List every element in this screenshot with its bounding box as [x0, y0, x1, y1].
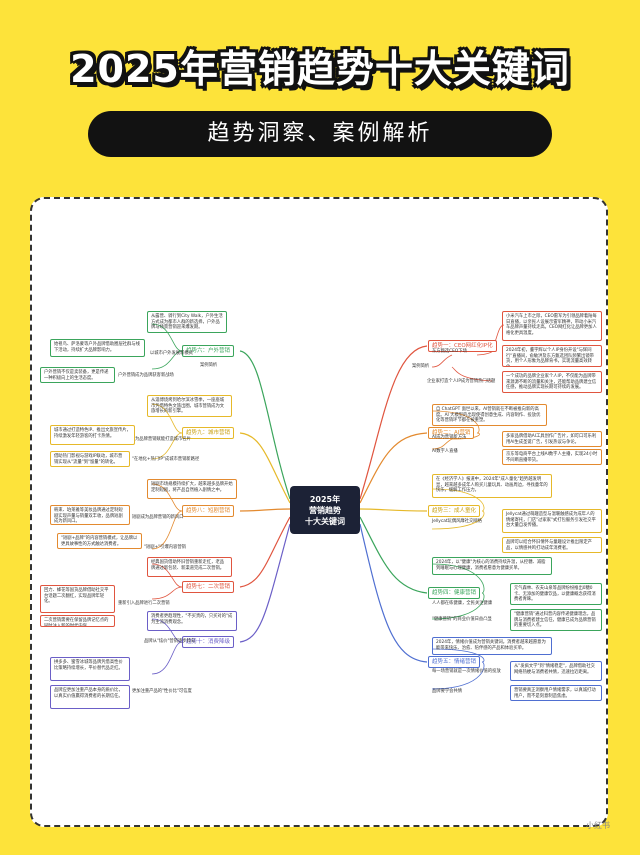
- trend-node-9: 趋势七：二次营销: [182, 581, 235, 593]
- t6-case-label: 案例简析: [200, 363, 218, 368]
- t7-intro-box: 从淄博烧烤到哈尔滨冰雪季，一座座城市凭借特色文旅出圈，城市营销成为文旅增长的新引…: [147, 395, 232, 417]
- t7-label-b: "在地化+热门IP"成城市营销新路径: [132, 457, 200, 462]
- t3-case-box: Jellycat通过萌趣造型与温暖触感成为成年人的情绪寄托，门店"过家家"式打包…: [502, 509, 602, 533]
- t5-case-box: 从"发疯文学"到"情绪稳定"，品牌借助社交网络热梗与消费者共情，迅速拉近距离。: [510, 661, 602, 681]
- t2-label-a: AI成为营销新方法: [432, 435, 467, 440]
- t4-summary-box: "健康营销"通过科普内容传递健康理念，品牌与消费者建立信任，健康已成为品牌营销的…: [510, 609, 602, 631]
- t7-summary-box: 借助热门影视与游戏IP联动，城市营销实现从"流量"到"留量"的转化。: [50, 451, 130, 467]
- connector-t10: [239, 523, 291, 643]
- connector-t1: [359, 345, 428, 500]
- trend-node-8: 趋势八：短剧营销: [182, 505, 235, 517]
- t8-label-a: 短剧成为品牌营销的新风口: [132, 515, 184, 520]
- t8-case-box: 韩束、珀莱雅等美妆品牌通过定制短剧实现声量与销量双丰收，品牌短剧成为新风口。: [50, 505, 130, 525]
- t5-label-b: 品牌要学会共情: [432, 689, 463, 694]
- connector-t6: [239, 350, 291, 500]
- t4-label-b: "健康营销"的商业价值日益凸显: [432, 617, 492, 622]
- connector-t8: [239, 508, 291, 512]
- t10-label-a: 品牌从"炫价"营销逐步转向: [144, 639, 196, 644]
- mindmap-center-node: 2025年 营销趋势 十大关键词: [290, 486, 360, 534]
- t9-summary-box: 二次营销需要在保留品牌记忆点的同时注入新的时代内容。: [40, 615, 115, 627]
- trend-node-2: 趋势二：AI营销: [428, 427, 475, 439]
- connector-t4: [359, 516, 428, 594]
- t5-summary-box: 营销要真正洞察用户情绪需求，以真诚打动用户，而不是刻意制造焦虑。: [510, 685, 602, 701]
- t1-label-b: 企业家打造个人IP成为营销热门话题: [427, 379, 496, 384]
- t7-case-box: 城市通过打造特色IP、推出文旅宣传片，持续激发年轻游客的打卡热情。: [50, 425, 135, 445]
- connector-t7: [239, 432, 291, 504]
- t1-label-a: 东方甄选CEO下场: [432, 349, 467, 354]
- t10-summary-box: 品牌应更加注重产品本身的质价比，以真实价值赢得消费者的长期信任。: [50, 685, 130, 709]
- t8-label-b: "短剧+"引爆内容营销: [144, 545, 186, 550]
- t3-summary-box: 品牌可以结合怀旧情怀与童趣设计推出限定产品，以情感共鸣打动成年消费者。: [502, 537, 602, 553]
- trend-node-10: 趋势十：消费降级: [182, 636, 235, 648]
- t8-summary-box: "短剧+品牌"的内容营销模式，让品牌以更具故事性的方式触达消费者。: [57, 533, 142, 549]
- t10-case-box: 拼多多、蜜雪冰城等品牌凭借高性价比策略持续增长，平价替代品走红。: [50, 657, 130, 681]
- connector-t9: [239, 516, 291, 588]
- t6-label-a: 以城市户外发展新模式: [150, 351, 193, 356]
- t5-intro-box: 2024年，情绪价值成为营销关键词。消费者越来越愿意为能带来快乐、治愈、陪伴感的…: [432, 637, 552, 655]
- t1-case-box: 2024年初，董宇辉以个人IP身份开设"与辉同行"直播间，俞敏洪及东方甄选团队频…: [502, 345, 602, 367]
- trend-node-1: 趋势一：CEO网红化IP化: [428, 340, 497, 352]
- t7-label-a: 为品牌营销赋能打造城市名片: [135, 437, 191, 442]
- t2-intro-box: 自 ChatGPT 面世以来，AI营销就在不断被推向新的高度。AI 大模型的出现…: [432, 404, 547, 426]
- watermark: 小红书: [586, 821, 610, 830]
- t10-label-b: 更加注重产品的"性价比"可信度: [132, 689, 192, 694]
- t4-case-box: 元气森林、农夫山泉等品牌纷纷推出0糖0卡、无添加的健康饮品，以健康概念获得消费者…: [510, 583, 602, 605]
- t3-label-a: Jellycat玩偶风靡社交网络: [432, 519, 482, 524]
- t4-intro-box: 2024年，以"健康"为核心的消费持续升温，从控糖、减脂到睡眠与心理健康，消费者…: [432, 557, 552, 575]
- t9-intro-box: 经典国货借助怀旧营销重新走红，老品牌通过新包装、新渠道完成二次营销。: [147, 557, 232, 577]
- t1-case-label: 案例简析: [412, 364, 430, 369]
- page-title: 2025年营销趋势十大关键词: [70, 47, 570, 91]
- t2-label-b: AI数字人直播: [432, 449, 458, 454]
- connector-t5: [359, 523, 428, 663]
- t2-case-box: 多家品牌借助AI工具创作广告片，如可口可乐利用AI生成圣诞广告，引发热议与争论。: [502, 431, 602, 447]
- mindmap-card: 2025年 营销趋势 十大关键词 趋势一：CEO网红化IP化 趋势二：AI营销 …: [30, 197, 608, 827]
- t6-case-box: 始祖鸟、萨洛蒙等户外品牌借助圈层社群与线下活动，持续扩大品牌影响力。: [50, 339, 145, 357]
- connector-t3: [359, 508, 428, 512]
- t6-intro-box: 从露营、骑行到City Walk，户外生活方式成为都市人群的新选择，户外品牌与场…: [147, 311, 227, 333]
- t6-summary-box: 户外营销不仅是卖装备，更是传递一种积极向上的生活态度。: [40, 367, 115, 383]
- t2-summary-box: 京东等电商平台上线AI数字人主播，实现24小时不间断直播带货。: [502, 449, 602, 465]
- t8-intro-box: 短剧市场规模持续扩大，越来越多品牌开始定制短剧，将产品自然植入剧情之中。: [147, 479, 237, 499]
- t1-intro-box: 小米汽车上市之际，CEO雷军为引领品牌着陆每日直播，以亲民人设展示雷军精神，带动…: [502, 311, 602, 341]
- trend-node-3: 趋势三：成人童化: [428, 505, 481, 517]
- page-subtitle-banner: 趋势洞察、案例解析: [88, 111, 552, 157]
- connector-t2: [359, 432, 428, 504]
- t1-summary-box: 一个成功的品牌企业家个人IP，不仅能为品牌带来源源不断的流量和关注，还能帮助品牌…: [502, 371, 602, 393]
- t9-case-box: 回力、蜂花等国货品牌借助社交平台话题二次翻红，实现品牌年轻化。: [40, 585, 115, 613]
- t4-label-a: 人人都在练健康，全民关注健康: [432, 601, 493, 606]
- t3-intro-box: 在《经济学人》报道中，2024年"成人童化"趋势越发明显，越来越多成年人购买儿童…: [432, 474, 552, 498]
- trend-node-6: 趋势六：户外营销: [182, 345, 235, 357]
- t10-intro-box: 消费者更趋理性，"不买贵的，只买对的"成为主流消费观念。: [147, 611, 237, 631]
- t6-label-b: 户外营销成为品牌获客新战场: [118, 373, 174, 378]
- trend-node-5: 趋势五：情绪营销: [428, 656, 481, 668]
- t5-label-a: 每一场营销就是一次情绪价值的投放: [432, 669, 501, 674]
- trend-node-4: 趋势四：健康营销: [428, 587, 481, 599]
- t9-label-a: 重新引入品牌进行二次营销: [118, 601, 170, 606]
- trend-node-7: 趋势九：城市营销: [182, 427, 235, 439]
